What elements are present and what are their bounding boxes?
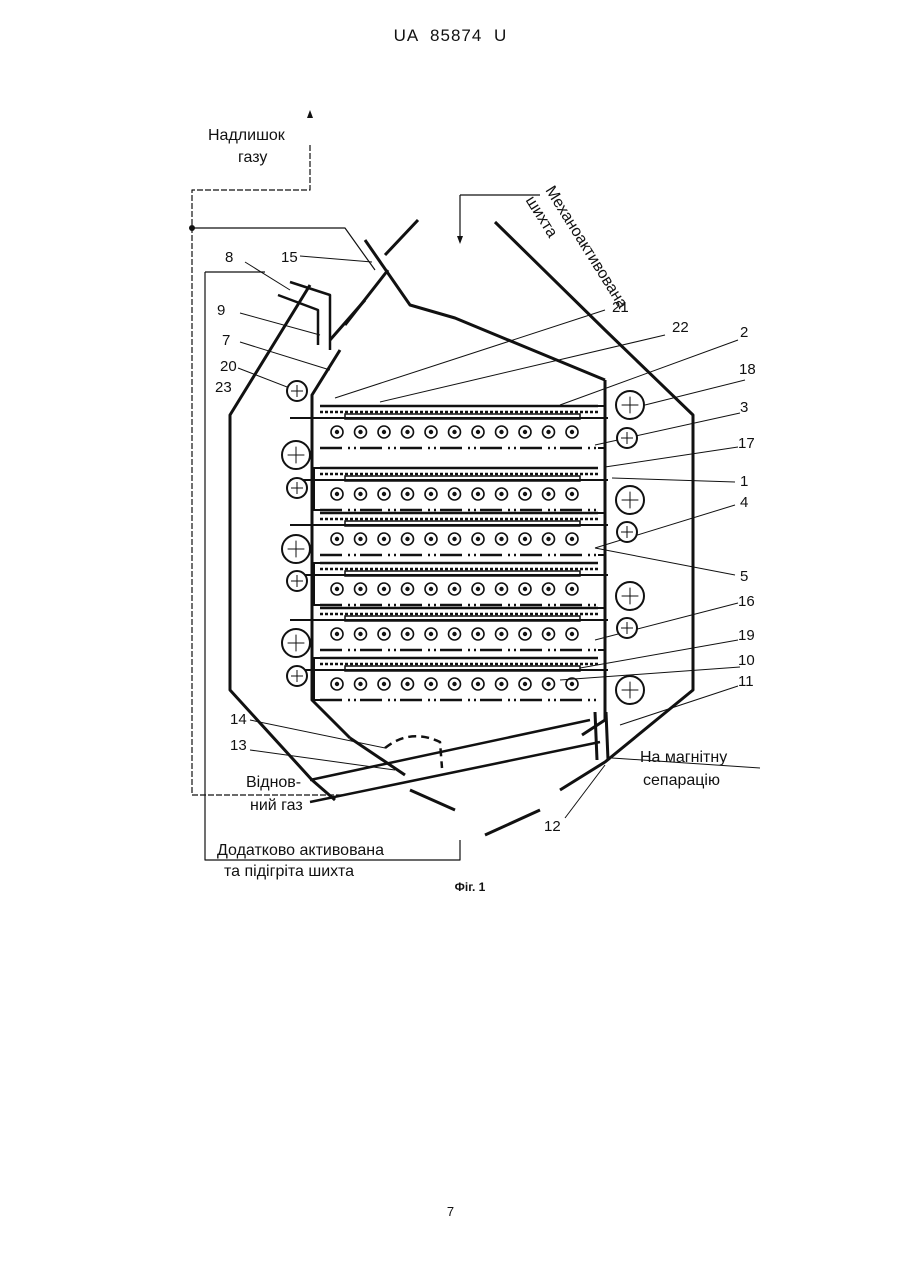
drive-roller — [282, 441, 310, 469]
part-number-13: 13 — [230, 737, 247, 754]
part-number-10: 10 — [738, 652, 755, 669]
housing-left-wall — [230, 285, 312, 780]
part-number-17: 17 — [738, 435, 755, 452]
leader-lines — [238, 256, 760, 818]
tray — [290, 468, 608, 510]
part-number-16: 16 — [738, 593, 755, 610]
label-activated-1: Додатково активована — [217, 842, 384, 859]
drive-roller — [616, 582, 644, 610]
part-number-22: 22 — [672, 319, 689, 336]
part-number-3: 3 — [740, 399, 748, 416]
label-reducing-gas-2: ний газ — [250, 797, 303, 814]
label-reducing-gas-1: Віднов- — [246, 774, 301, 791]
part-number-4: 4 — [740, 494, 748, 511]
part-number-11: 11 — [738, 673, 754, 690]
label-excess-gas-1: Надлишок — [208, 127, 286, 144]
label-magnetic-2: сепарацію — [643, 772, 720, 789]
part-number-7: 7 — [222, 332, 230, 349]
drive-roller — [617, 428, 637, 448]
part-number-19: 19 — [738, 627, 755, 644]
part-number-23: 23 — [215, 379, 232, 396]
drive-roller — [282, 629, 310, 657]
page-number: 7 — [0, 1204, 901, 1219]
feed-pipe-inner — [290, 282, 330, 350]
part-number-20: 20 — [220, 358, 237, 375]
label-mech-charge-1: Механоактивована — [542, 183, 631, 312]
tray — [290, 608, 608, 650]
gas-inlet-pipe-top — [310, 720, 590, 780]
drive-roller — [616, 486, 644, 514]
feed-pipe-outer — [278, 295, 318, 345]
retort-left-wall — [312, 350, 350, 738]
part-number-21: 21 — [612, 299, 629, 316]
label-excess-gas-2: газу — [238, 149, 267, 166]
drive-roller — [287, 666, 307, 686]
tray — [290, 406, 608, 448]
retort-right-wall — [582, 380, 605, 735]
hopper-left-top — [385, 220, 418, 255]
bottom-funnel-left-low — [410, 790, 455, 810]
drive-roller — [617, 522, 637, 542]
part-number-8: 8 — [225, 249, 233, 266]
bottom-funnel-right — [485, 810, 540, 835]
figure-caption: Фіг. 1 — [430, 880, 510, 894]
part-number-12: 12 — [544, 818, 561, 835]
drive-roller — [617, 618, 637, 638]
part-number-1: 1 — [740, 473, 748, 490]
drive-roller — [287, 571, 307, 591]
hopper-left — [365, 240, 605, 380]
part-number-18: 18 — [739, 361, 756, 378]
drive-roller — [616, 391, 644, 419]
part-number-14: 14 — [230, 711, 247, 728]
housing-right-wall — [495, 222, 693, 790]
part-number-9: 9 — [217, 302, 225, 319]
label-magnetic-1: На магнітну — [640, 749, 727, 766]
drive-roller — [616, 676, 644, 704]
drive-roller — [282, 535, 310, 563]
tray — [290, 563, 608, 605]
gas-inlet-pipe-bottom — [310, 742, 600, 802]
tray — [290, 658, 608, 700]
discharge-pipe-a — [595, 712, 597, 760]
part-number-15: 15 — [281, 249, 298, 266]
tray — [290, 513, 608, 555]
part-number-2: 2 — [740, 324, 748, 341]
discharge-pipe-b — [606, 712, 608, 760]
part-number-5: 5 — [740, 568, 748, 585]
excess-gas-line — [192, 145, 345, 795]
drive-roller — [287, 381, 307, 401]
label-activated-2: та підігріта шихта — [224, 863, 354, 880]
drive-roller — [287, 478, 307, 498]
